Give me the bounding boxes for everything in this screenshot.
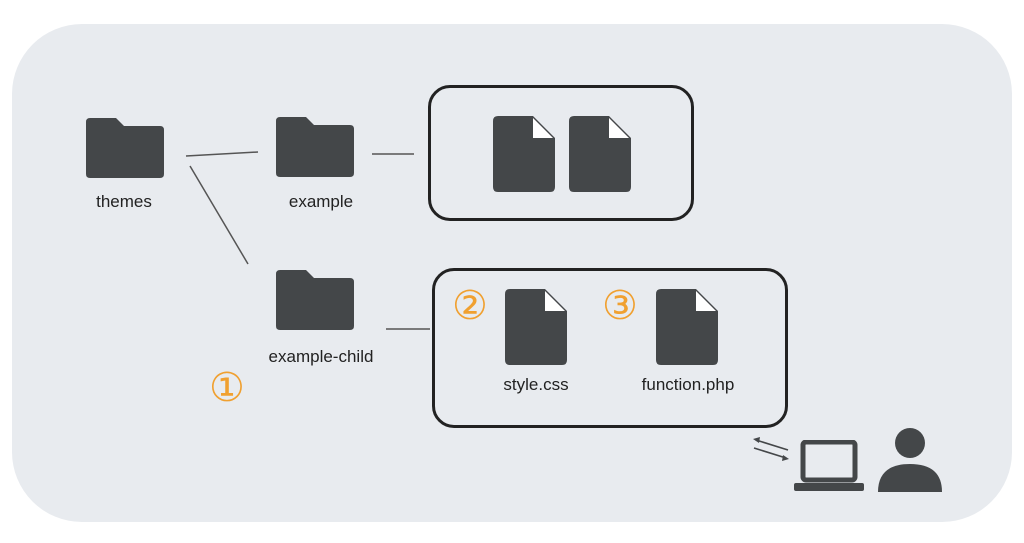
connector-themes-child (189, 165, 249, 265)
folder-icon (276, 270, 354, 330)
step-number-3: ③ (602, 283, 638, 329)
folder-label-example: example (288, 192, 354, 211)
file-icon (505, 289, 567, 365)
user-icon (876, 426, 944, 492)
laptop-icon (794, 439, 864, 492)
file-label-style-css: style.css (503, 375, 569, 394)
folder-example-child (276, 270, 354, 330)
file-icon (493, 116, 555, 192)
file-icon (656, 289, 718, 365)
connector-themes-example (185, 151, 259, 157)
file-label-function-php: function.php (641, 375, 735, 394)
child-files-box (432, 268, 788, 428)
folder-icon (276, 117, 354, 177)
folder-label-themes: themes (96, 192, 152, 211)
transfer-arrows-icon (750, 436, 792, 462)
folder-label-example-child: example-child (268, 347, 374, 366)
file-icon (569, 116, 631, 192)
step-number-1: ① (209, 365, 245, 411)
folder-example (276, 117, 354, 177)
folder-themes (86, 118, 164, 178)
step-number-2: ② (452, 283, 488, 329)
folder-icon (86, 118, 164, 178)
example-files-box (428, 85, 694, 221)
